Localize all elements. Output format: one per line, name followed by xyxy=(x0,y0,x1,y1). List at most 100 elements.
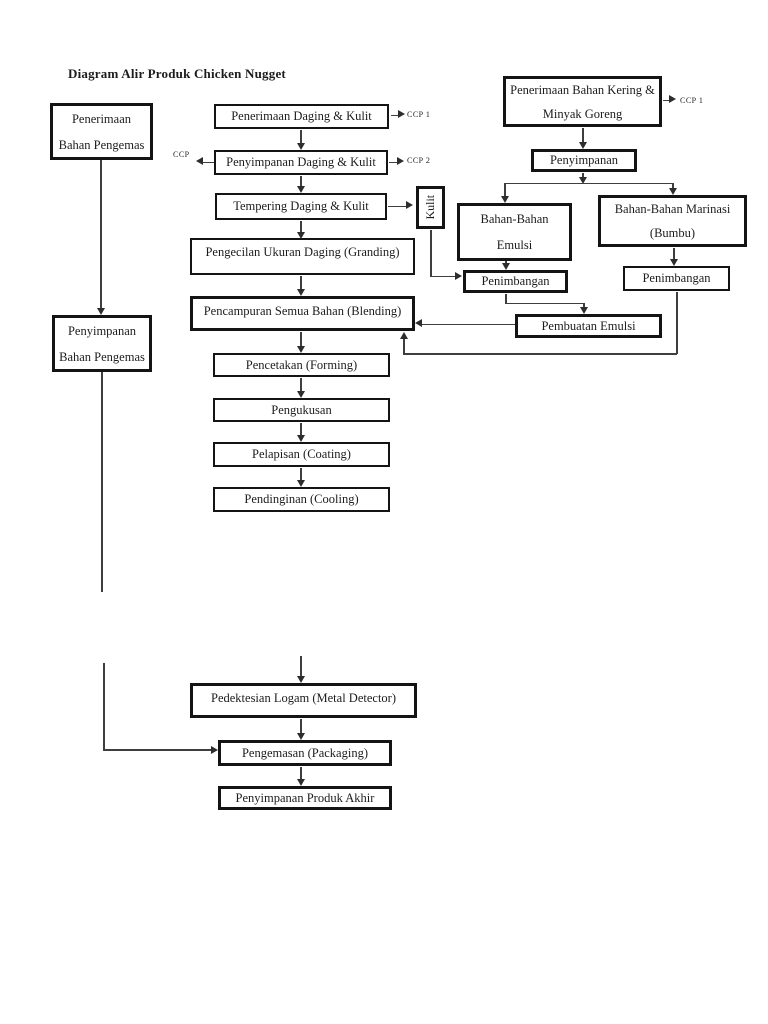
edge-pengemas-storage-line xyxy=(100,160,102,309)
arrowhead-right xyxy=(406,201,413,209)
node-label: Bahan Pengemas xyxy=(59,349,145,364)
arrowhead-down xyxy=(96,308,105,315)
edge-penyimpanan-split-stem xyxy=(582,173,584,177)
node-label: Pengukusan xyxy=(271,402,332,417)
edge-marinasi-loop-vline-right xyxy=(676,292,678,354)
edge-ccp1-daging-line xyxy=(391,114,399,117)
edge-coating-cooling-line xyxy=(300,468,302,480)
arrowhead-left xyxy=(415,319,422,327)
edge-pengemas-to-packaging-line-lower xyxy=(103,663,105,750)
node-label: Penimbangan xyxy=(642,271,711,285)
arrowhead-left xyxy=(196,157,203,165)
edge-penimbangan-pembuatan-vline xyxy=(505,294,507,303)
node-label: Minyak Goreng xyxy=(542,106,623,121)
arrowhead-right xyxy=(454,271,462,280)
node-metal-detector: Pedektesian Logam (Metal Detector) xyxy=(190,683,417,718)
ccp-label-storage-daging-left: CCP xyxy=(173,150,190,159)
node-penyimpanan-bahan-pengemas: Penyimpanan Bahan Pengemas xyxy=(52,315,152,372)
node-penimbangan-emulsi: Penimbangan xyxy=(463,270,568,293)
edge-packaging-produk-akhir-line xyxy=(300,767,302,779)
node-penerimaan-bahan-kering: Penerimaan Bahan Kering & Minyak Goreng xyxy=(503,76,662,127)
edge-to-metal-detector-line xyxy=(300,656,302,676)
edge-penerimaan-penyimpanan-daging-line xyxy=(300,130,302,144)
node-label: Pedektesian Logam (Metal Detector) xyxy=(211,691,396,705)
edge-marinasi-penimbangan-line xyxy=(673,248,675,259)
edge-ccp2-line xyxy=(389,161,398,164)
arrowhead-down xyxy=(578,141,587,149)
edge-marinasi-loop-vline-left xyxy=(403,339,405,354)
arrowhead-down xyxy=(668,187,677,195)
node-label: Pencampuran Semua Bahan (Blending) xyxy=(203,304,402,318)
edge-split-to-emulsi-line xyxy=(504,183,506,196)
node-label: Pengemasan (Packaging) xyxy=(241,745,368,760)
node-pembuatan-emulsi: Pembuatan Emulsi xyxy=(515,314,662,338)
arrowhead-right xyxy=(210,745,218,754)
ccp-label-receiving-daging: CCP 1 xyxy=(407,110,431,119)
node-penyimpanan-produk-akhir: Penyimpanan Produk Akhir xyxy=(218,786,392,810)
node-bahan-bahan-emulsi: Bahan-Bahan Emulsi xyxy=(457,203,572,261)
edge-tempering-pengecilan-line xyxy=(300,221,302,232)
arrowhead-down xyxy=(296,732,305,740)
node-penerimaan-bahan-pengemas: Penerimaan Bahan Pengemas xyxy=(50,103,153,160)
arrowhead-up xyxy=(399,332,408,339)
arrowhead-right xyxy=(397,157,404,165)
edge-ccp1-kering-line xyxy=(663,99,670,102)
edge-kering-penyimpanan-line xyxy=(582,128,584,142)
edge-tempering-kulit-line xyxy=(388,205,407,208)
edge-split-to-marinasi-line xyxy=(672,183,674,188)
arrowhead-right xyxy=(398,110,405,118)
arrowhead-down xyxy=(296,434,305,442)
edge-marinasi-loop-hline xyxy=(403,353,677,355)
arrowhead-down xyxy=(296,390,305,398)
node-pencetakan-forming: Pencetakan (Forming) xyxy=(213,353,390,377)
node-bahan-bahan-marinasi: Bahan-Bahan Marinasi (Bumbu) xyxy=(598,195,747,247)
node-label: Kulit xyxy=(423,195,438,220)
node-kulit: Kulit xyxy=(416,186,445,229)
edge-kulit-penimbangan-vline xyxy=(430,230,432,276)
arrowhead-down xyxy=(296,231,305,239)
node-label: (Bumbu) xyxy=(649,226,696,240)
node-label: Penyimpanan Daging & Kulit xyxy=(226,155,376,169)
node-pengecilan-granding: Pengecilan Ukuran Daging (Granding) xyxy=(190,238,415,275)
node-label: Tempering Daging & Kulit xyxy=(233,199,369,213)
arrowhead-down xyxy=(296,345,305,353)
arrowhead-down xyxy=(501,263,510,270)
arrowhead-down xyxy=(296,778,305,786)
node-pelapisan-coating: Pelapisan (Coating) xyxy=(213,442,390,467)
edge-penimbangan-pembuatan-stem xyxy=(583,303,585,308)
node-pendinginan-cooling: Pendinginan (Cooling) xyxy=(213,487,390,512)
edge-pengecilan-blending-line xyxy=(300,276,302,290)
arrowhead-down xyxy=(579,306,588,314)
arrowhead-down xyxy=(296,479,305,487)
ccp-label-storage-daging-right: CCP 2 xyxy=(407,156,431,165)
node-label: Penimbangan xyxy=(481,274,550,288)
node-pengukusan: Pengukusan xyxy=(213,398,390,422)
node-label: Penyimpanan xyxy=(67,323,137,338)
edge-ccp-left-line xyxy=(203,161,214,164)
edge-pembuatan-blending-line xyxy=(421,323,515,326)
node-label: Pendinginan (Cooling) xyxy=(244,492,359,506)
arrowhead-down xyxy=(296,675,305,683)
node-penyimpanan-daging-kulit: Penyimpanan Daging & Kulit xyxy=(214,150,388,175)
node-label: Penyimpanan Produk Akhir xyxy=(235,790,375,805)
arrowhead-down xyxy=(296,143,305,150)
edge-penimbangan-pembuatan-hline xyxy=(505,302,585,305)
arrowhead-right xyxy=(669,95,676,103)
edge-pengukusan-coating-line xyxy=(300,423,302,435)
node-tempering-daging-kulit: Tempering Daging & Kulit xyxy=(215,193,387,220)
node-label: Penerimaan Daging & Kulit xyxy=(231,109,372,123)
arrowhead-down xyxy=(669,258,678,266)
node-label: Pelapisan (Coating) xyxy=(252,447,351,461)
edge-split-horizontal-line xyxy=(505,182,673,185)
node-label: Emulsi xyxy=(496,238,533,252)
node-label: Bahan Pengemas xyxy=(58,137,145,152)
arrowhead-down xyxy=(578,176,587,184)
node-penerimaan-daging-kulit: Penerimaan Daging & Kulit xyxy=(214,104,389,129)
ccp-label-receiving-kering: CCP 1 xyxy=(680,96,704,105)
arrowhead-down xyxy=(296,186,305,193)
node-label: Penerimaan xyxy=(71,111,131,126)
arrowhead-down xyxy=(296,289,305,296)
node-penimbangan-marinasi: Penimbangan xyxy=(623,266,730,291)
edge-kulit-penimbangan-hline xyxy=(430,275,455,278)
